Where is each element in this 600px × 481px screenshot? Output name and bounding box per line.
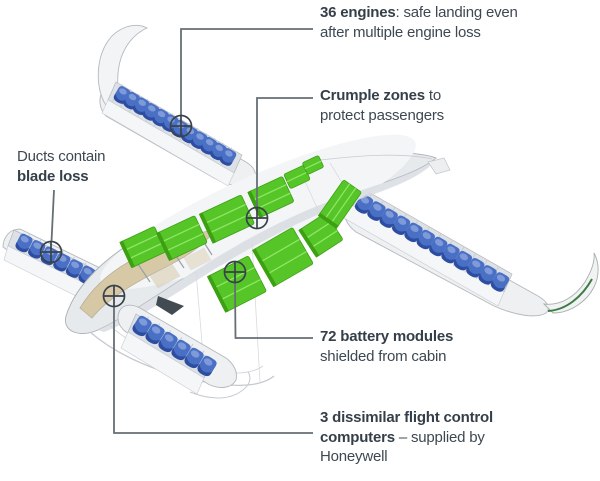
right-canard xyxy=(117,304,251,399)
connector-line-computers xyxy=(113,306,313,434)
label-battery-rest: shielded from cabin xyxy=(320,347,447,365)
label-crumple-bold: Crumple zones xyxy=(320,87,425,104)
connector-line-battery xyxy=(234,282,313,339)
label-engines: 36 engines: safe landing even after mult… xyxy=(320,3,520,42)
crosshair-marker-battery xyxy=(223,260,247,284)
connector-line-engines xyxy=(180,28,313,116)
label-crumple-zones: Crumple zones to protect passengers xyxy=(320,86,472,125)
battery-modules-upper-band xyxy=(119,155,324,269)
battery-modules-lower-band xyxy=(206,180,362,313)
label-crumple-rest: to protect passengers xyxy=(320,87,444,124)
crosshair-marker-computers xyxy=(102,284,126,308)
label-computers-rest: – supplied by Honeywell xyxy=(320,428,485,466)
right-winglet xyxy=(542,252,599,314)
crosshair-marker-ducts xyxy=(39,240,63,264)
crosshair-marker-crumple xyxy=(245,206,269,230)
label-battery-bold: 72 battery modules xyxy=(320,328,454,345)
connector-line-crumple xyxy=(256,97,313,208)
label-engines-bold: 36 engines xyxy=(320,4,396,21)
label-ducts: Ducts contain blade loss xyxy=(17,147,125,186)
connector-line-ducts xyxy=(50,189,55,242)
label-computers: 3 dissimilar flight control computers – … xyxy=(320,408,520,467)
left-main-wing xyxy=(97,24,256,187)
label-battery: 72 battery modules shielded from cabin xyxy=(320,327,482,366)
label-ducts-lead: Ducts contain xyxy=(17,148,106,165)
left-winglet xyxy=(97,24,149,109)
label-engines-rest: : safe landing even after multiple engin… xyxy=(320,4,518,41)
right-main-wing xyxy=(343,185,599,317)
label-computers-bold: 3 dissimilar flight control computers xyxy=(320,409,493,446)
label-ducts-bold: blade loss xyxy=(17,167,89,185)
crosshair-marker-engines xyxy=(169,114,193,138)
